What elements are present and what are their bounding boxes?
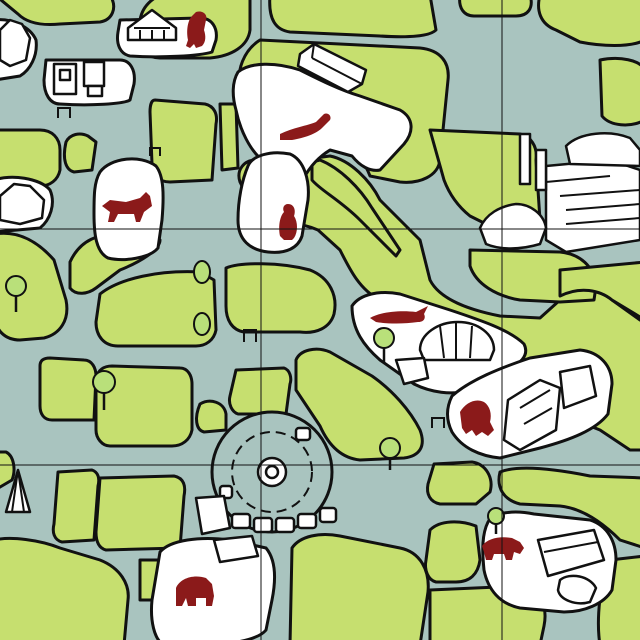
animal-icons (102, 11, 524, 606)
left-rock (0, 182, 46, 226)
lawn-bottom-right-a (424, 520, 482, 584)
bird-icon[interactable] (186, 11, 207, 49)
tree (373, 327, 395, 362)
lawn-top-right-b (537, 0, 640, 47)
lawn-top-left (0, 0, 116, 26)
elephant-enclosure (150, 537, 276, 640)
lawn-top-center (268, 0, 438, 39)
dome-building (394, 320, 496, 386)
rhino-house (536, 528, 606, 605)
gorilla-house (502, 364, 598, 452)
fountain (4, 468, 32, 514)
plaza-planters (218, 426, 338, 534)
lawn-center-b (228, 366, 293, 416)
tree (92, 370, 116, 410)
tree (379, 437, 401, 470)
lawn-right-e (497, 466, 640, 548)
trees (5, 260, 505, 534)
lawn-left-c (0, 231, 69, 342)
dolphin-icon[interactable] (370, 306, 428, 324)
lawn-left-f (0, 450, 16, 489)
elephant-house (194, 494, 260, 564)
left-lot-buildings (52, 60, 106, 98)
penguin-enclosure (236, 151, 310, 254)
restroom-icon[interactable] (57, 107, 71, 118)
rhino-icon[interactable] (482, 537, 524, 560)
lawn-bottom-center (288, 533, 430, 640)
restroom-icon[interactable] (431, 417, 445, 428)
lawn-right-d (426, 460, 493, 506)
top-left-rock (0, 18, 32, 68)
restroom-icon[interactable] (243, 329, 257, 342)
lawn-right-c (558, 260, 640, 319)
lawn-small-b (195, 399, 228, 434)
wolf-icon[interactable] (102, 192, 152, 222)
lawn-center-c (294, 347, 424, 462)
gorilla-icon[interactable] (460, 400, 494, 436)
lawn-strip (218, 102, 240, 172)
restroom-icon[interactable] (149, 147, 161, 156)
lawn-center-left (94, 270, 218, 348)
elephant-icon[interactable] (176, 576, 214, 606)
restrooms (57, 107, 445, 428)
lawn-top-right-a (458, 0, 533, 18)
lawn-left-g (51, 468, 101, 544)
lawn-right-edge (598, 56, 640, 127)
lawn-diagonal-edge (310, 158, 402, 258)
lawn-center-left-c (94, 474, 187, 552)
bird-house-building (126, 8, 178, 42)
lawn-bottom-left (0, 536, 130, 640)
tree (193, 312, 211, 336)
lawn-center (224, 262, 337, 334)
lawn-left-e (38, 356, 98, 422)
tree (5, 275, 27, 312)
tree (193, 260, 211, 284)
lawn-left-b (62, 132, 98, 174)
top-center-building (296, 42, 368, 94)
central-plaza (210, 410, 338, 534)
penguin-icon[interactable] (279, 204, 297, 240)
sea-lion-icon[interactable] (280, 113, 331, 140)
tree (487, 507, 505, 534)
